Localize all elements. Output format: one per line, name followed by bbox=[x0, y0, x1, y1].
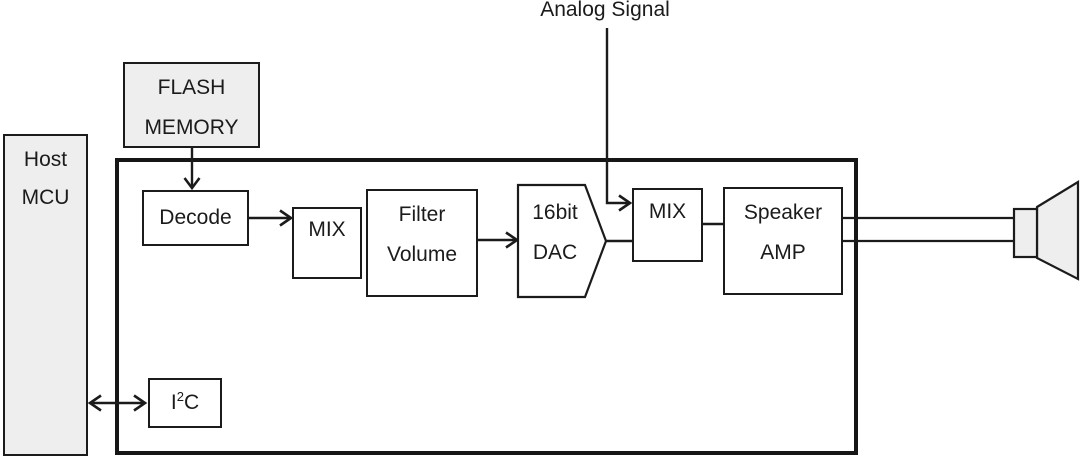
dac-label-line2: DAC bbox=[532, 241, 578, 264]
mix-front-block: MIX bbox=[292, 207, 362, 279]
i2c-block: I2C bbox=[148, 378, 222, 428]
dac-block-shape bbox=[516, 183, 608, 299]
speaker-cone bbox=[1035, 180, 1080, 281]
speaker-wires bbox=[843, 216, 1014, 243]
dac-block-label: 16bit DAC bbox=[518, 189, 592, 297]
dac-label-line1: 16bit bbox=[532, 201, 578, 224]
filter-to-dac-arrow bbox=[478, 231, 520, 249]
filter-volume-block: Filter Volume bbox=[366, 189, 478, 297]
chip-boundary-box bbox=[115, 158, 858, 455]
analog-signal-arrow bbox=[605, 28, 633, 212]
host-mcu-block: Host MCU bbox=[3, 134, 88, 456]
host-i2c-double-arrow bbox=[87, 394, 148, 412]
speaker-amp-label-line1: Speaker bbox=[743, 201, 823, 224]
speaker-driver bbox=[1012, 207, 1039, 259]
speaker-icon bbox=[1012, 180, 1080, 281]
speaker-amp-label-line2: AMP bbox=[760, 241, 806, 264]
decode-to-mix-arrow bbox=[249, 209, 294, 227]
flash-to-decode-arrow bbox=[183, 148, 201, 191]
decode-label: Decode bbox=[159, 206, 232, 229]
speaker-amp-block: Speaker AMP bbox=[723, 187, 843, 295]
flash-memory-label-line2: MEMORY bbox=[144, 116, 239, 139]
mix-back-block: MIX bbox=[632, 188, 703, 262]
mix-back-label: MIX bbox=[648, 200, 687, 223]
flash-memory-block: FLASH MEMORY bbox=[123, 62, 260, 148]
filter-volume-label-line2: Volume bbox=[386, 243, 458, 266]
analog-signal-label: Analog Signal bbox=[540, 0, 670, 21]
decode-block: Decode bbox=[142, 190, 249, 246]
flash-memory-label-line1: FLASH bbox=[157, 76, 226, 99]
host-mcu-label-line2: MCU bbox=[21, 186, 70, 209]
filter-volume-label-line1: Filter bbox=[398, 203, 446, 226]
mix-front-label: MIX bbox=[308, 218, 346, 241]
host-mcu-label-line1: Host bbox=[23, 148, 68, 171]
i2c-label: I2C bbox=[170, 389, 200, 414]
